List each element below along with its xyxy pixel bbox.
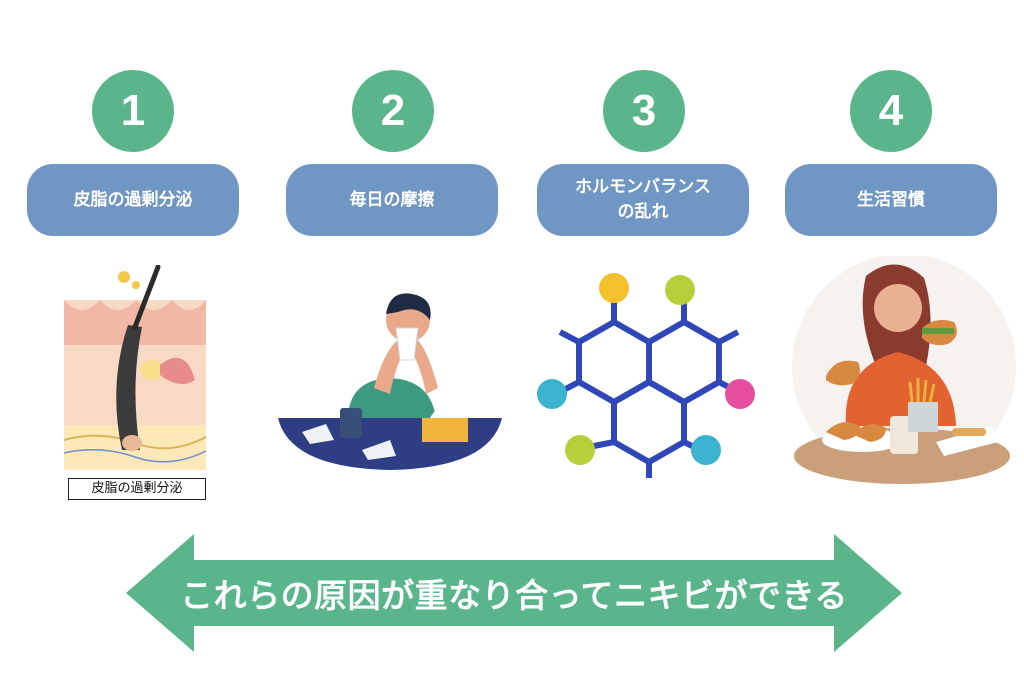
- step-2-label: 毎日の摩擦: [286, 164, 498, 236]
- step-1-number: 1: [92, 70, 174, 152]
- nose-wiping-illustration: [278, 293, 502, 470]
- step-1-label: 皮脂の過剰分泌: [27, 164, 239, 236]
- skin-sebum-illustration: [63, 265, 207, 470]
- step-3-label: ホルモンバランス の乱れ: [537, 164, 749, 236]
- double-arrow-shape: [126, 534, 902, 652]
- step-4-label: 生活習慣: [785, 164, 997, 236]
- hormone-molecule-illustration: [537, 273, 755, 478]
- step-4-number: 4: [850, 70, 932, 152]
- step-2-number: 2: [352, 70, 434, 152]
- step-3-number: 3: [603, 70, 685, 152]
- illustration-caption: 皮脂の過剰分泌: [68, 478, 206, 500]
- arrow-message: これらの原因が重なり合ってニキビができる: [180, 576, 848, 615]
- eating-habits-illustration: [792, 256, 1016, 484]
